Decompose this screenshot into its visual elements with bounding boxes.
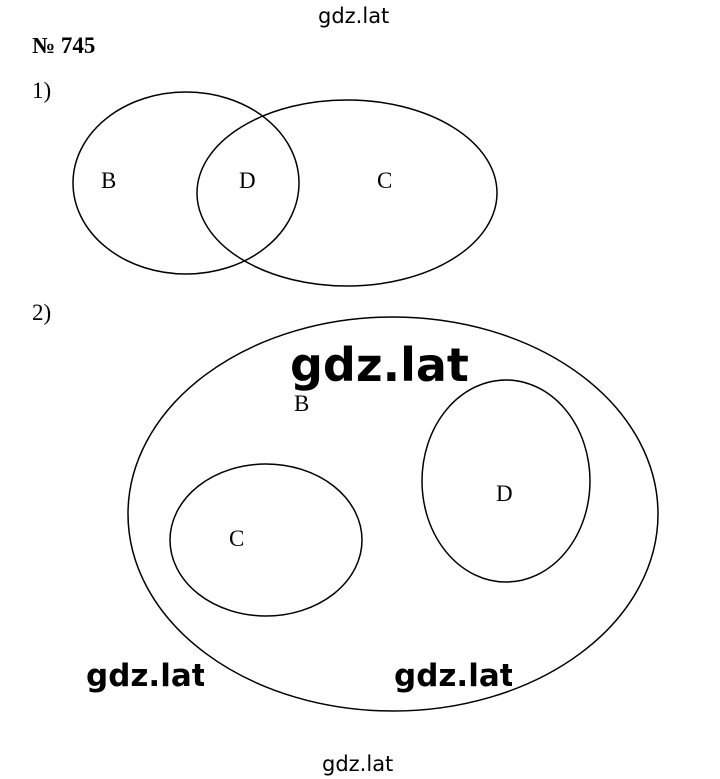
set-c-ellipse-1 bbox=[196, 99, 498, 287]
set-d-label-2: D bbox=[496, 481, 513, 506]
set-b-label-1: B bbox=[101, 168, 116, 193]
set-c-label-2: C bbox=[229, 526, 244, 551]
set-b-ellipse-1 bbox=[72, 91, 300, 275]
watermark-bottom-right: gdz.lat bbox=[394, 658, 512, 694]
watermark-bottom-left: gdz.lat bbox=[86, 658, 204, 694]
part-2-label: 2) bbox=[32, 300, 52, 325]
set-b-ellipse-2 bbox=[127, 316, 659, 712]
set-c-label-1: C bbox=[377, 168, 392, 193]
set-b-label-2: B bbox=[294, 391, 309, 416]
problem-number: № 745 bbox=[32, 33, 96, 58]
watermark-top: gdz.lat bbox=[318, 4, 390, 28]
diagram-1: B D C bbox=[72, 91, 498, 287]
set-c-ellipse-2 bbox=[169, 463, 363, 617]
diagram-2: B C D bbox=[127, 316, 659, 712]
part-1-label: 1) bbox=[32, 78, 52, 103]
watermark-center: gdz.lat bbox=[290, 338, 469, 392]
watermark-bottom: gdz.lat bbox=[322, 752, 394, 776]
set-d-ellipse-2 bbox=[421, 379, 591, 583]
set-d-label-1: D bbox=[239, 168, 256, 193]
